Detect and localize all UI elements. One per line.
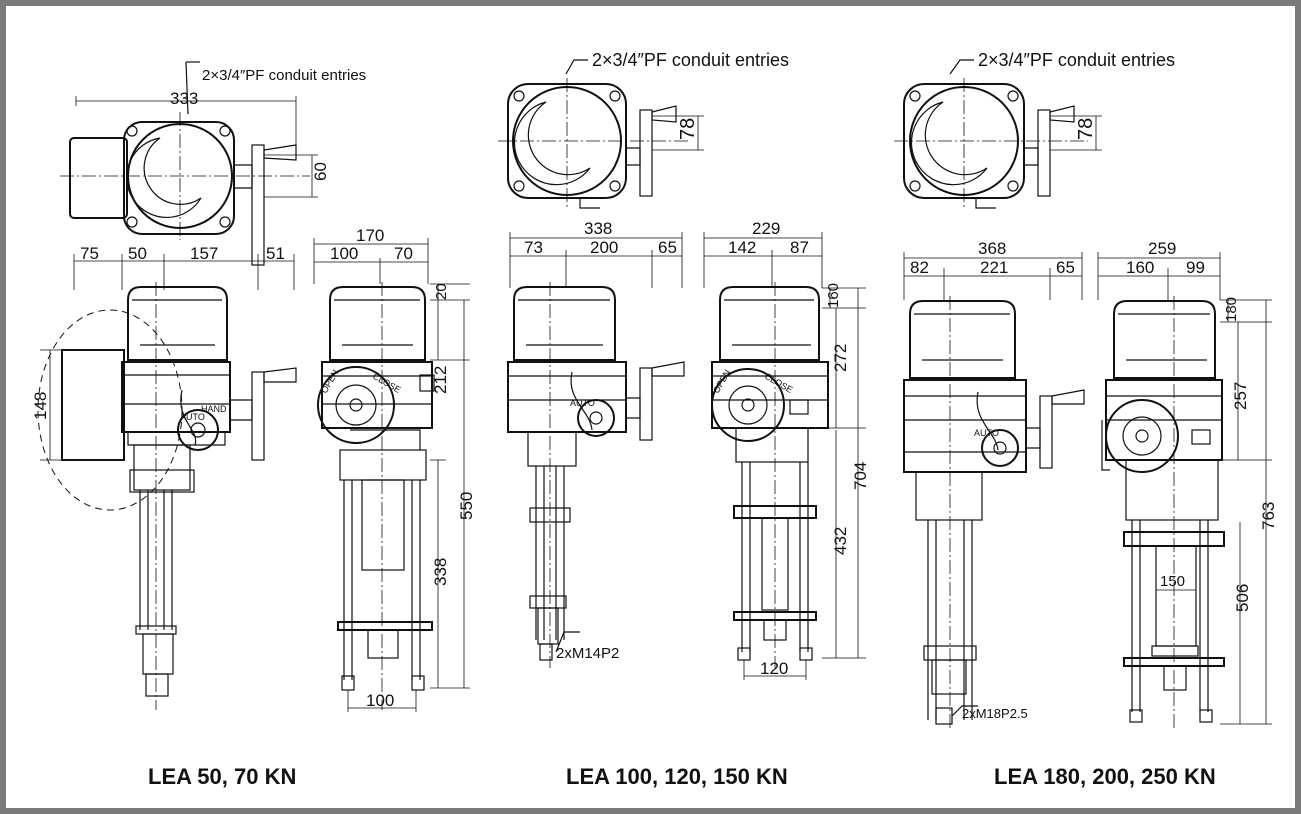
dim-70: 70 — [394, 244, 413, 263]
dim-100: 100 — [330, 244, 358, 263]
label-auto-2: AUTO — [570, 398, 595, 408]
dim-75: 75 — [80, 244, 99, 263]
dim-368: 368 — [978, 239, 1006, 258]
dim-506: 506 — [1233, 584, 1252, 612]
label-auto-3: AUTO — [974, 428, 999, 438]
label-open-2: OPEN — [711, 368, 732, 395]
dim-100-base: 100 — [366, 691, 394, 710]
dim-157: 157 — [190, 244, 218, 263]
dim-160-b: 160 — [1126, 258, 1154, 277]
dim-65-b: 65 — [1056, 258, 1075, 277]
dim-82: 82 — [910, 258, 929, 277]
dim-221: 221 — [980, 258, 1008, 277]
dim-338-top: 338 — [584, 219, 612, 238]
caption-model-1: LEA 50, 70 KN — [148, 764, 296, 789]
model-1-top-view: 2×3/4″PF conduit entries 333 60 — [60, 61, 366, 266]
dim-338: 338 — [431, 558, 450, 586]
dim-212: 212 — [431, 366, 450, 394]
dim-20: 20 — [433, 283, 450, 300]
conduit-note-3: 2×3/4″PF conduit entries — [978, 50, 1175, 70]
dim-229: 229 — [752, 219, 780, 238]
dim-432: 432 — [831, 527, 850, 555]
model-3-front-view: 368 82 221 65 AUTO 2xM18P2.5 — [903, 239, 1085, 730]
dim-259: 259 — [1148, 239, 1176, 258]
caption-model-3: LEA 180, 200, 250 KN — [994, 764, 1216, 789]
model-1-side-view: 170 100 70 OPEN CLOSE 20 212 550 338 100 — [313, 226, 476, 712]
model-2-front-view: 338 73 200 65 AUTO 2xM14P2 — [507, 219, 685, 668]
dim-78-a: 78 — [677, 118, 699, 140]
dim-78-b: 78 — [1075, 118, 1097, 140]
dim-87: 87 — [790, 238, 809, 257]
dim-50: 50 — [128, 244, 147, 263]
caption-model-2: LEA 100, 120, 150 KN — [566, 764, 788, 789]
dim-160: 160 — [825, 283, 842, 308]
dim-99: 99 — [1186, 258, 1205, 277]
dim-170: 170 — [356, 226, 384, 245]
dim-148: 148 — [31, 392, 50, 420]
label-auto-1: AUTO — [180, 412, 205, 422]
conduit-note-2: 2×3/4″PF conduit entries — [592, 50, 789, 70]
label-close-1: CLOSE — [371, 371, 402, 395]
model-2-side-view: 229 142 87 OPEN CLOSE 160 272 704 432 12… — [703, 219, 870, 680]
model-3-side-view: 259 160 99 150 180 257 763 506 — [1097, 239, 1278, 730]
dim-65: 65 — [658, 238, 677, 257]
dim-763: 763 — [1259, 502, 1278, 530]
dim-272: 272 — [831, 344, 850, 372]
dim-120: 120 — [760, 659, 788, 678]
model-3-top-view: 2×3/4″PF conduit entries 78 — [894, 50, 1175, 210]
dim-704: 704 — [851, 462, 870, 490]
thread-note-1: 2xM14P2 — [556, 645, 619, 662]
dim-550: 550 — [457, 492, 476, 520]
model-1-front-view: 75 50 157 51 148 AUTO HAND — [31, 244, 297, 710]
dim-200: 200 — [590, 238, 618, 257]
dim-60: 60 — [311, 162, 330, 181]
dim-150: 150 — [1160, 573, 1185, 590]
dim-142: 142 — [728, 238, 756, 257]
dim-333: 333 — [170, 89, 198, 108]
dim-257: 257 — [1231, 382, 1250, 410]
dim-180: 180 — [1223, 297, 1240, 322]
label-close-2: CLOSE — [763, 371, 794, 395]
label-hand-1: HAND — [201, 404, 227, 414]
conduit-note-1: 2×3/4″PF conduit entries — [202, 67, 366, 84]
dim-73: 73 — [524, 238, 543, 257]
thread-note-2: 2xM18P2.5 — [962, 706, 1028, 721]
model-2-top-view: 2×3/4″PF conduit entries 78 — [498, 50, 789, 210]
dim-51: 51 — [266, 244, 285, 263]
